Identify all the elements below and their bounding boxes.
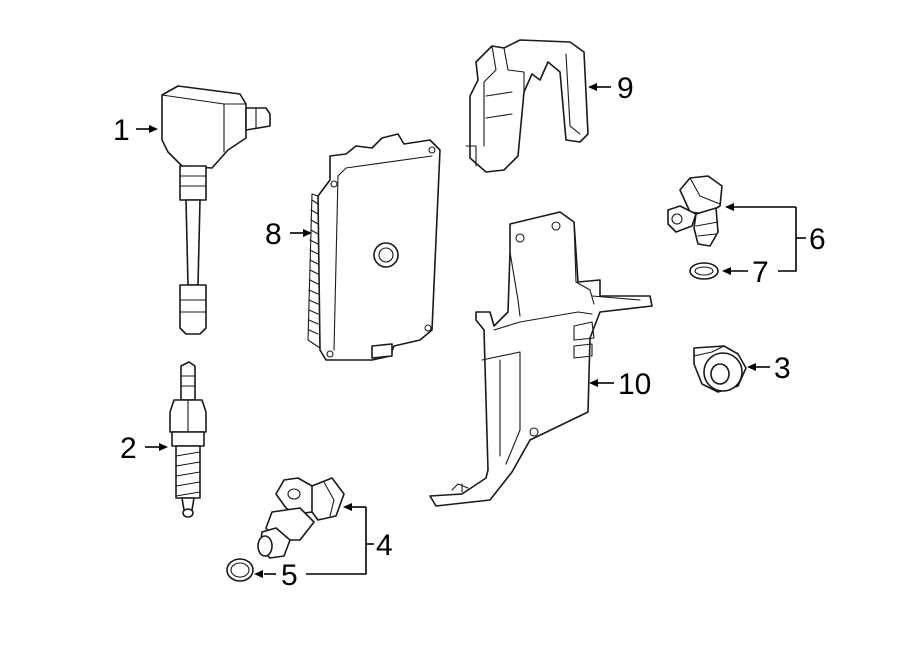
callout-6: 6 xyxy=(809,223,826,256)
ignition-coil-part xyxy=(161,85,271,335)
bracket-part-9 xyxy=(465,39,589,173)
seal-part-7 xyxy=(689,262,719,280)
callout-labels: 1 2 3 4 5 6 7 8 9 10 xyxy=(113,72,826,592)
callout-9: 9 xyxy=(617,72,634,105)
bracket-part-10 xyxy=(429,211,653,507)
sensor-part-3 xyxy=(693,345,747,393)
callout-4: 4 xyxy=(376,529,393,562)
callout-10: 10 xyxy=(618,368,651,401)
position-sensor-part-4 xyxy=(257,477,345,559)
control-module-part-8 xyxy=(307,133,441,361)
callout-1: 1 xyxy=(113,114,130,147)
leader-lines xyxy=(136,83,806,578)
callout-3: 3 xyxy=(774,352,791,385)
o-ring-part-5 xyxy=(226,558,254,582)
callout-2: 2 xyxy=(120,432,137,465)
callout-8: 8 xyxy=(265,218,282,251)
callout-5: 5 xyxy=(281,559,298,592)
sensor-part-6 xyxy=(667,175,723,247)
callout-7: 7 xyxy=(752,256,769,289)
spark-plug-part xyxy=(169,361,207,518)
